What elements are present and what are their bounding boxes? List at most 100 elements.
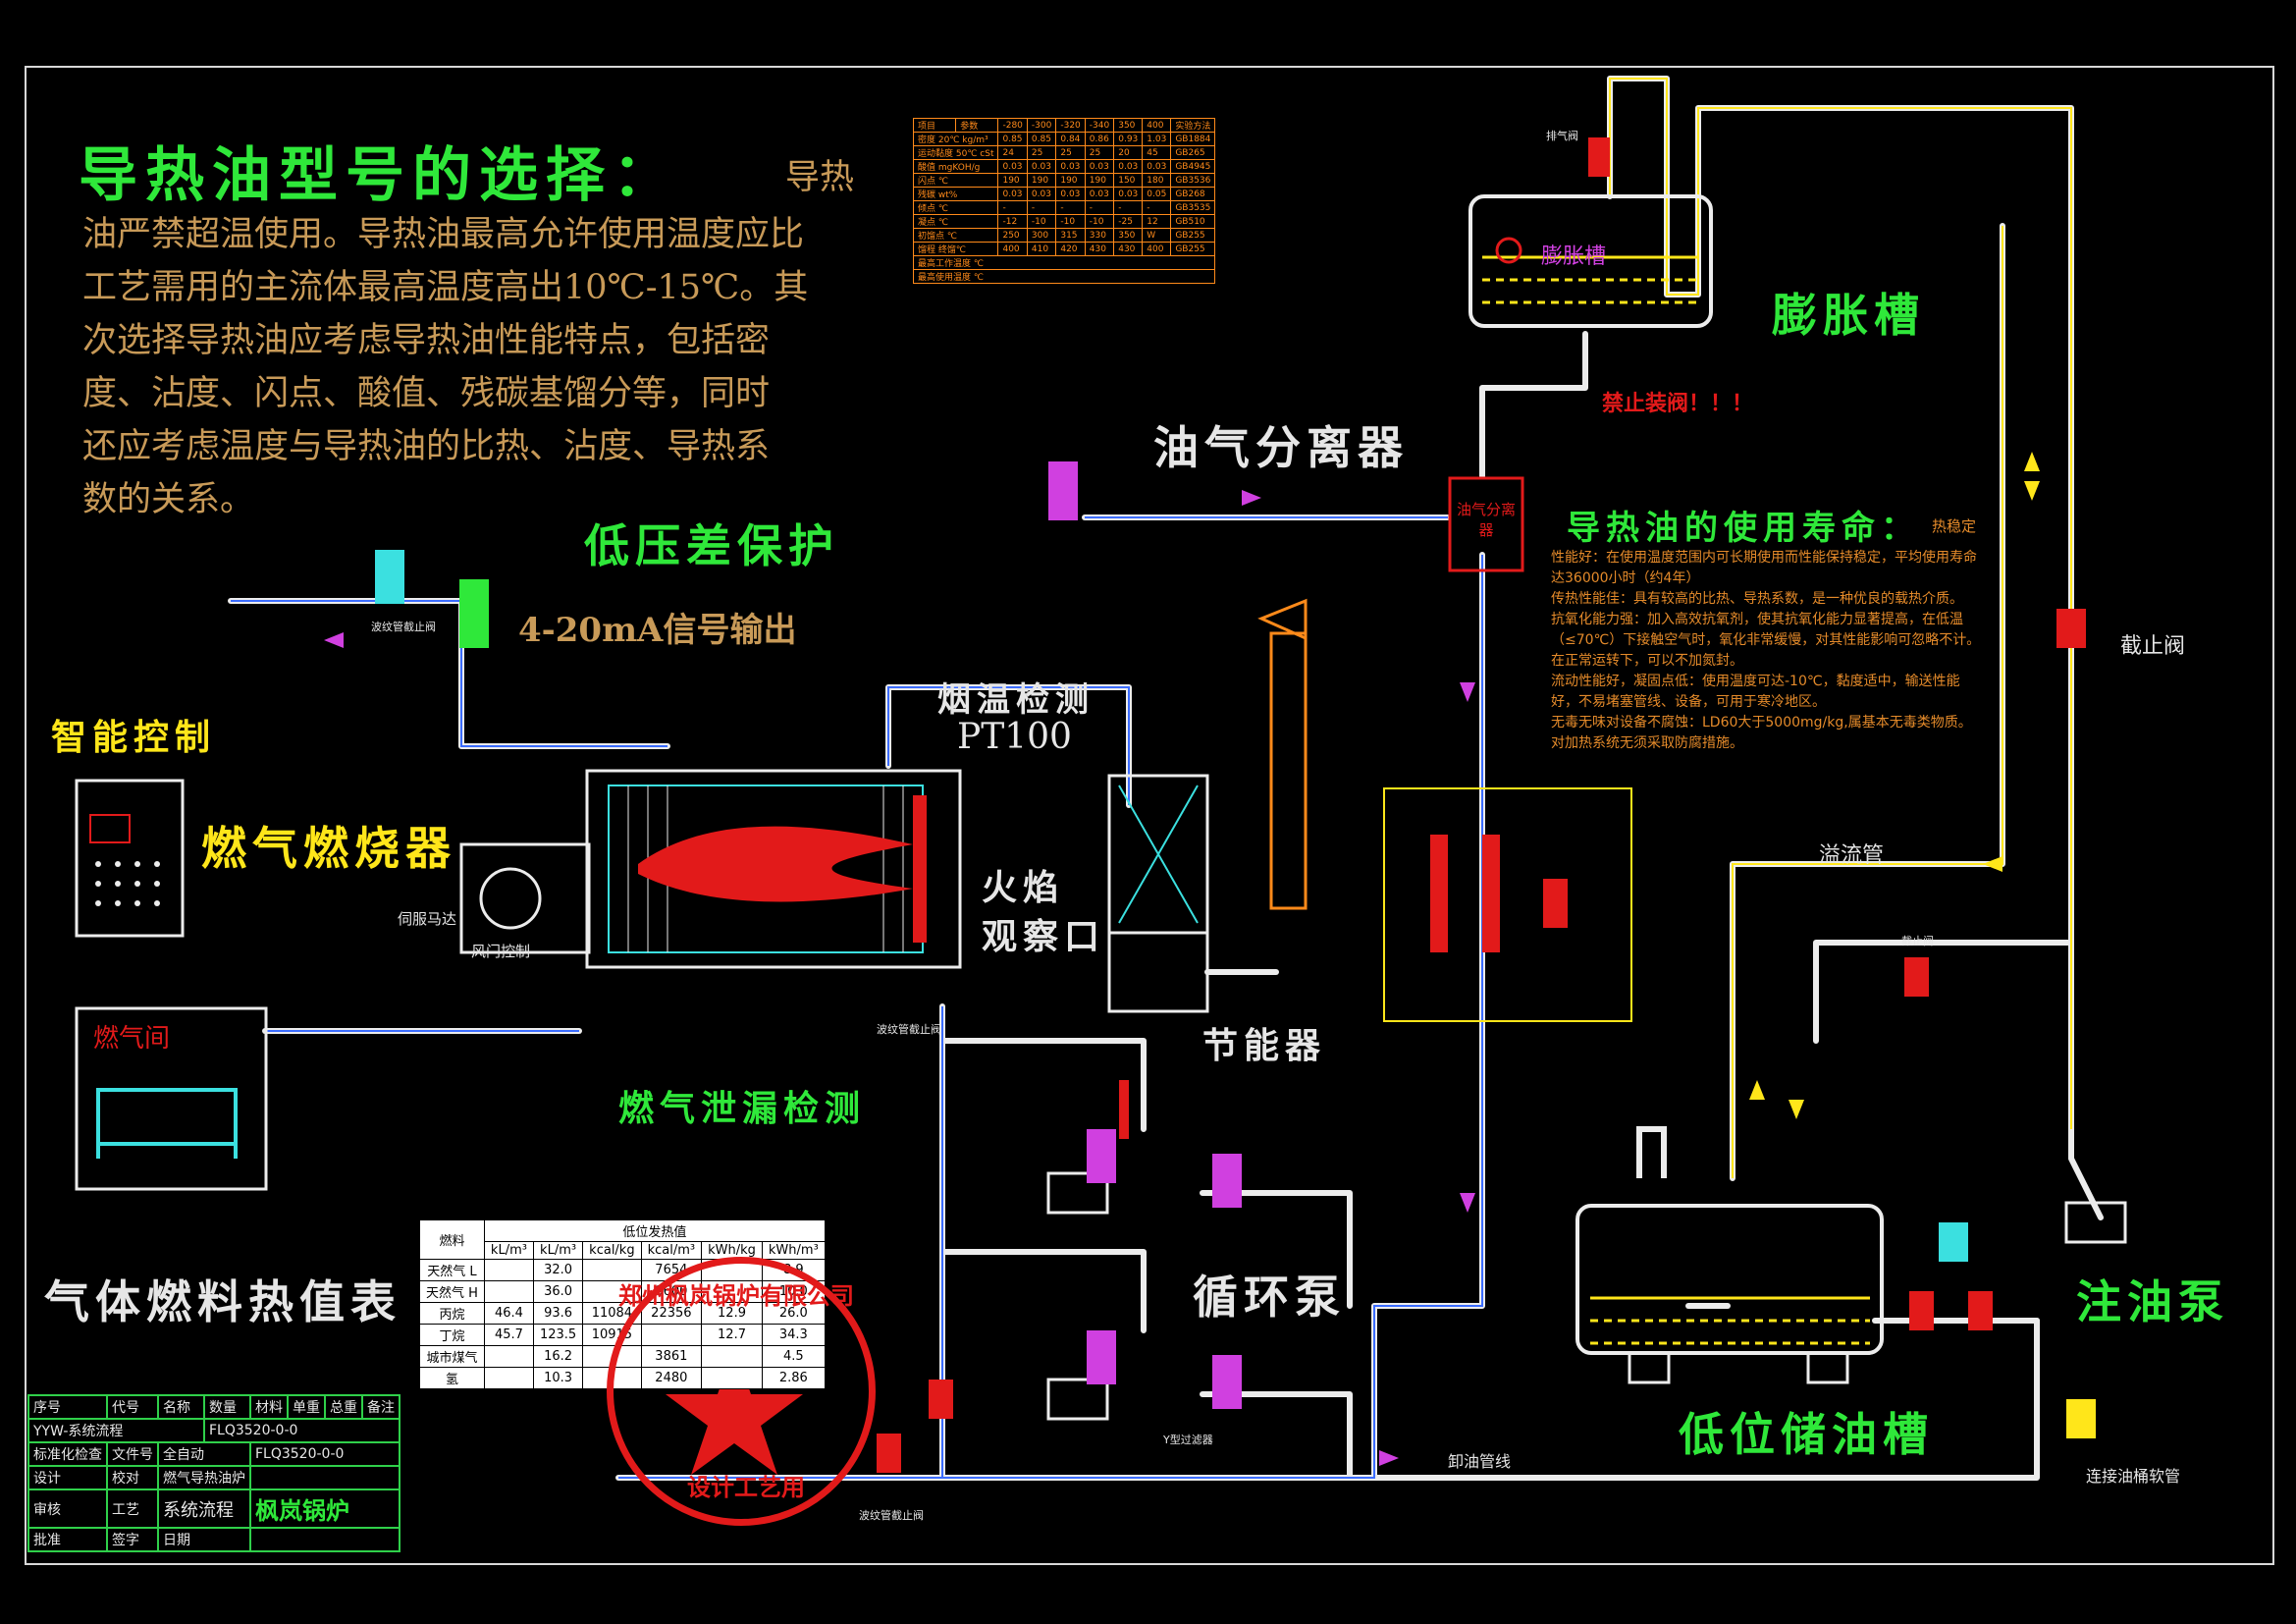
oil-cell: 25 xyxy=(1084,145,1115,160)
tb-role: 审核 xyxy=(27,1489,108,1529)
fuel-cell xyxy=(483,1259,534,1281)
oil-cell: 0.03 xyxy=(997,159,1028,174)
oil-cell: 190 xyxy=(1084,173,1115,188)
oil-cell: 0.05 xyxy=(1142,187,1172,201)
oil-cell: 0.03 xyxy=(1113,159,1144,174)
oil-cell: - xyxy=(997,200,1028,215)
fuel-header-cell: kL/m³ xyxy=(532,1241,584,1260)
label-fill-pump: 注油泵 xyxy=(2076,1275,2229,1328)
label-bellows-valve-3: 波纹管截止阀 xyxy=(859,1509,924,1522)
oil-cell: GB4945 xyxy=(1170,159,1216,174)
oil-cell: -10 xyxy=(1055,214,1086,229)
label-oil-life: 导热油的使用寿命： xyxy=(1567,509,1920,548)
fuel-cell: 16.2 xyxy=(532,1345,584,1368)
fuel-cell: 36.0 xyxy=(532,1280,584,1303)
seal-text-bottom: 设计工艺用 xyxy=(687,1474,805,1501)
tb-cell: 代号 xyxy=(106,1394,159,1420)
label-separator: 油气分离器 xyxy=(1153,421,1409,474)
oil-cell: 0.03 xyxy=(1026,159,1057,174)
oil-cell: 倾点 ℃ xyxy=(912,200,999,215)
fuel-header-cell: kcal/m³ xyxy=(640,1241,703,1260)
oil-cell: 350 xyxy=(1113,228,1144,243)
label-pump-valve: 截止阀 xyxy=(1901,935,1934,947)
label-smart-control: 智能控制 xyxy=(51,718,217,758)
fuel-cell: 丙烷 xyxy=(419,1302,485,1325)
oil-cell: 430 xyxy=(1113,242,1144,256)
label-vent-valve: 排气阀 xyxy=(1546,130,1578,142)
label-flue-temp: 烟温检测 xyxy=(937,680,1095,720)
tb-drawing-name: YYW-系统流程 xyxy=(27,1418,205,1443)
tb-empty xyxy=(249,1465,400,1490)
table-row: YYW-系统流程 FLQ3520-0-0 xyxy=(27,1418,400,1443)
oil-cell: 45 xyxy=(1142,145,1172,160)
oil-header-cell: -300 xyxy=(1026,118,1057,133)
oil-life-line: 传热性能佳：具有较高的比热、导热系数，是一种优良的载热介质。 xyxy=(1551,591,1963,607)
label-circ-pump: 循环泵 xyxy=(1193,1271,1346,1324)
oil-cell: W xyxy=(1142,228,1172,243)
tb-cell: 单重 xyxy=(287,1394,326,1420)
label-signal-output: 4-20mA信号输出 xyxy=(518,611,797,650)
tb-role: 签字 xyxy=(106,1527,159,1552)
oil-cell: 初馏点 ℃ xyxy=(912,228,999,243)
label-flame-port: 观察口 xyxy=(982,917,1106,957)
oil-cell: - xyxy=(1055,200,1086,215)
tb-company: 枫岚锅炉 xyxy=(249,1489,400,1529)
oil-header-cell: 350 xyxy=(1113,118,1144,133)
label-economizer: 节能器 xyxy=(1202,1026,1327,1066)
label-flame: 火焰 xyxy=(982,868,1065,908)
label-pt100: PT100 xyxy=(957,717,1072,757)
label-low-tank: 低位储油槽 xyxy=(1679,1408,1934,1461)
tb-role: 批准 xyxy=(27,1527,108,1552)
oil-cell: 0.03 xyxy=(1142,159,1172,174)
oil-cell: -12 xyxy=(997,214,1028,229)
paragraph-line: 工艺需用的主流体最高温度高出10℃-15℃。其 xyxy=(82,268,809,307)
seal-text-ring: 郑州枫岚锅炉有限公司 xyxy=(618,1282,854,1310)
oil-cell: 0.03 xyxy=(1084,187,1115,201)
oil-cell: GB268 xyxy=(1170,187,1216,201)
fuel-header-cell: 燃料 xyxy=(419,1219,485,1260)
title-paragraph: 油严禁超温使用。导热油最高允许使用温度应比 工艺需用的主流体最高温度高出10℃-… xyxy=(82,208,808,526)
oil-cell: 酸值 mgKOH/g xyxy=(912,159,999,174)
table-row: kL/m³ kL/m³ kcal/kg kcal/m³ kWh/kg kWh/m… xyxy=(420,1241,826,1260)
oil-cell: GB265 xyxy=(1170,145,1216,160)
oil-cell: 400 xyxy=(997,242,1028,256)
oil-life-notes: 性能好：在使用温度范围内可长期使用而性能保持稳定，平均使用寿命达36000小时（… xyxy=(1551,548,1983,754)
oil-cell: 190 xyxy=(997,173,1028,188)
separator-box-label: 油气分离器 xyxy=(1457,501,1517,539)
label-stop-valve: 截止阀 xyxy=(2120,634,2186,659)
oil-cell: 420 xyxy=(1055,242,1086,256)
fuel-cell: 氢 xyxy=(419,1367,485,1389)
oil-cell: 0.03 xyxy=(1055,187,1086,201)
oil-header-cell: 项目 xyxy=(912,118,957,133)
fuel-cell xyxy=(483,1345,534,1368)
oil-cell: 0.03 xyxy=(1084,159,1115,174)
tb-role: 日期 xyxy=(157,1527,251,1552)
fuel-header-cell: kL/m³ xyxy=(483,1241,534,1260)
label-gas-valve-room: 燃气间 xyxy=(93,1024,171,1054)
oil-cell: 最高使用温度 ℃ xyxy=(912,269,1216,284)
oil-cell: 12 xyxy=(1142,214,1172,229)
label-bellows-valve: 波纹管截止阀 xyxy=(371,621,436,633)
tb-cell: 名称 xyxy=(157,1394,205,1420)
oil-header-cell: -280 xyxy=(997,118,1028,133)
oil-cell: GB1884 xyxy=(1170,132,1216,146)
fuel-cell: 123.5 xyxy=(532,1324,584,1346)
expansion-inner-label: 膨胀槽 xyxy=(1541,244,1607,269)
tb-role: 校对 xyxy=(106,1465,159,1490)
fuel-cell: 城市煤气 xyxy=(419,1345,485,1368)
oil-cell: 190 xyxy=(1026,173,1057,188)
label-no-valve: 禁止装阀！！！ xyxy=(1602,392,1754,416)
paragraph-line: 次选择导热油应考虑导热油性能特点，包括密 xyxy=(82,321,771,360)
title-block: 序号 代号 名称 数量 材料 单重 总重 备注 YYW-系统流程 FLQ3520… xyxy=(27,1394,400,1552)
oil-cell: 250 xyxy=(997,228,1028,243)
oil-life-line: 无毒无味对设备不腐蚀：LD60大于5000mg/kg,属基本无毒类物质。对加热系… xyxy=(1551,715,1972,751)
table-row: 设计 校对 燃气导热油炉 xyxy=(27,1465,400,1490)
oil-cell: 25 xyxy=(1055,145,1086,160)
fuel-cell: 天然气 H xyxy=(419,1280,485,1303)
fuel-header-cell: kcal/kg xyxy=(582,1241,642,1260)
